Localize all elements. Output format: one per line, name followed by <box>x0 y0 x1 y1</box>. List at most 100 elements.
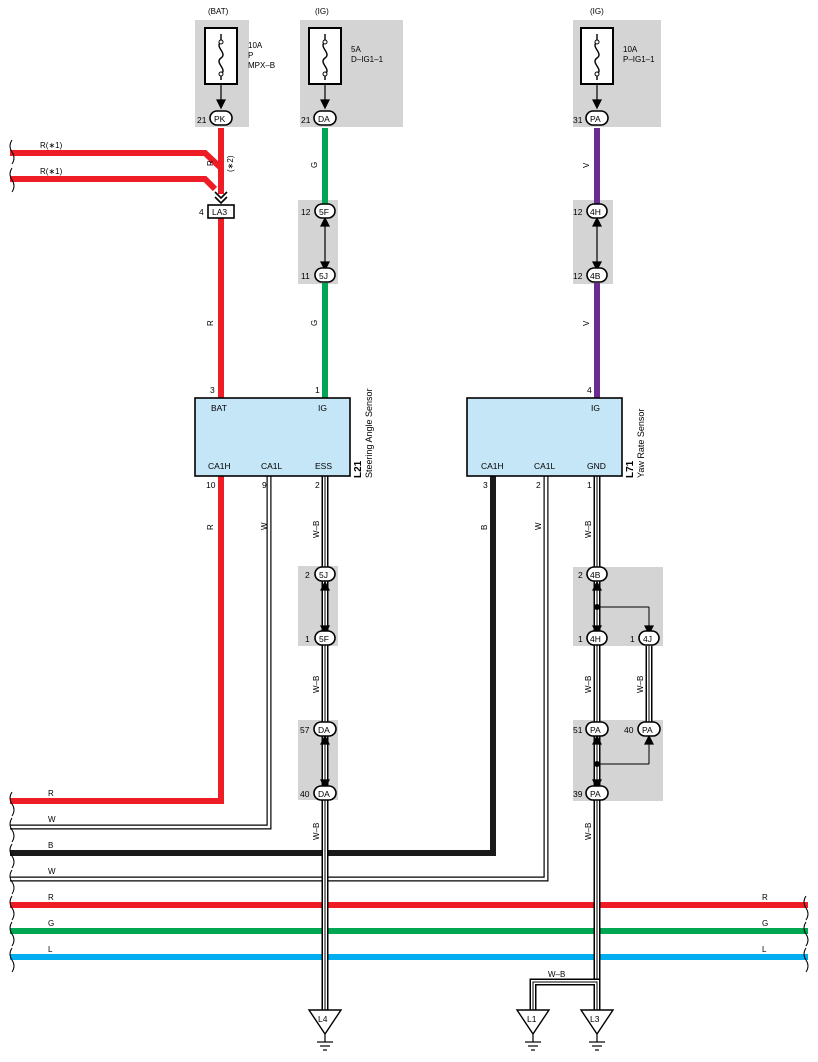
connector-5f-top-pin: 12 <box>301 207 311 217</box>
connector-pa-51-label: PA <box>590 725 601 735</box>
yaw-terminal-ca1l: CA1L <box>534 461 556 471</box>
connector-da-57-label: DA <box>318 725 330 735</box>
connector-5j-bottom-pin: 2 <box>305 570 310 580</box>
connector-pk-label: PK <box>214 114 226 124</box>
yaw-rate-sensor-body <box>466 397 623 477</box>
label-wb-y1: W–B <box>584 676 593 693</box>
splice-chevrons <box>214 191 228 205</box>
steering-terminal-ess: ESS <box>315 461 332 471</box>
yaw-terminal-gnd: GND <box>587 461 606 471</box>
connector-pa-39-label: PA <box>590 789 601 799</box>
steering-terminal-bat: BAT <box>211 403 227 413</box>
steering-terminal-ig: IG <box>318 403 327 413</box>
wire-b-ca1h <box>10 476 496 856</box>
steering-terminal-ca1h: CA1H <box>208 461 231 471</box>
connector-da-57: 57 DA <box>300 721 337 737</box>
ground-l3-triangle <box>579 1009 615 1036</box>
bus-label-r2-left: R <box>48 893 54 902</box>
fuse-ig1-rating: 5A <box>351 45 361 54</box>
label-b-yaw: B <box>480 525 489 530</box>
fuse-ig2-element-icon <box>594 34 600 80</box>
connector-4b-top-pin: 12 <box>573 271 583 281</box>
yaw-pin-ig: 4 <box>587 385 592 395</box>
connector-4b-bottom: 2 4B <box>578 566 608 582</box>
steering-pin-ig: 1 <box>315 385 320 395</box>
yaw-code: L71 <box>625 460 636 478</box>
connector-4b-bottom-pin: 2 <box>578 570 583 580</box>
fuse-leads <box>216 84 602 110</box>
yaw-terminal-ig: IG <box>591 403 600 413</box>
connector-pa-40-pin: 40 <box>624 725 634 735</box>
bus-labels: R W B W R R G G L L <box>48 789 768 954</box>
connector-4b-top-label: 4B <box>590 271 601 281</box>
connector-pa-51: 51 PA <box>573 721 609 737</box>
connector-pk: 21 PK <box>197 110 233 126</box>
label-wb-gnd: W–B <box>584 521 593 538</box>
label-r-low: R <box>206 524 215 530</box>
connector-4j: 1 4J <box>630 630 660 646</box>
label-v-1: V <box>582 162 591 168</box>
fuse-bat-name-2: MPX–B <box>248 61 275 70</box>
connector-5j-bottom-label: 5J <box>319 570 328 580</box>
fuse-bat: (BAT) 10A P MPX–B <box>204 7 275 85</box>
wires <box>10 128 808 960</box>
ground-l4-label: L4 <box>318 1014 328 1024</box>
connector-5j-top: 11 5J <box>301 267 336 283</box>
label-v-2: V <box>582 320 591 326</box>
label-wb-s1: W–B <box>312 676 321 693</box>
bus-label-r2-right: R <box>762 893 768 902</box>
yaw-pin-ca1h: 3 <box>483 480 488 490</box>
steering-angle-sensor-body <box>194 397 351 477</box>
connector-da-top-pin: 21 <box>301 115 311 125</box>
yaw-name: Yaw Rate Sensor <box>636 409 646 478</box>
connector-da-40: 40 DA <box>300 785 337 801</box>
yaw-pin-ca1l: 2 <box>536 480 541 490</box>
connector-4j-pin: 1 <box>630 634 635 644</box>
connector-5f-bottom: 1 5F <box>305 630 336 646</box>
ground-l1-triangle <box>515 1009 551 1036</box>
steering-terminal-ca1l: CA1L <box>261 461 283 471</box>
wire-r-left-1 <box>10 150 224 171</box>
fuse-ig2: (IG) 10A P–IG1–1 <box>580 7 655 85</box>
connector-4h-bottom: 1 4H <box>578 630 608 646</box>
ground-l1-label: L1 <box>527 1014 537 1024</box>
fuse-bat-rating: 10A <box>248 41 263 50</box>
connector-4h-top-pin: 12 <box>573 207 583 217</box>
bus-label-w2: W <box>48 867 56 876</box>
fuse-ig1-element-icon <box>322 34 328 80</box>
steering-pin-ca1h: 10 <box>206 480 216 490</box>
steering-angle-sensor: 3 1 BAT IG CA1H CA1L ESS 10 9 2 L21 Stee… <box>194 385 374 490</box>
bus-label-w1: W <box>48 815 56 824</box>
junction-connectors: 12 5F 11 5J 12 4H 12 4B 2 5J 1 5F <box>300 203 661 801</box>
connector-5f-top-label: 5F <box>319 207 329 217</box>
connector-4j-label: 4J <box>643 634 652 644</box>
connector-da-40-pin: 40 <box>300 789 310 799</box>
fuse-ig2-name-1: P–IG1–1 <box>623 55 655 64</box>
junction-arrows <box>320 216 654 790</box>
fuse-bat-name-1: P <box>248 51 253 60</box>
bus-label-b: B <box>48 841 53 850</box>
yaw-rate-sensor: 4 IG CA1H CA1L GND 3 2 1 L71 Yaw Rate Se… <box>466 385 646 490</box>
ground-l1-icon <box>525 1034 541 1051</box>
connector-pa-51-pin: 51 <box>573 725 583 735</box>
wire-r-ca1h <box>10 476 224 804</box>
steering-pin-ca1l: 9 <box>262 480 267 490</box>
connector-la3-pin: 4 <box>199 207 204 217</box>
connector-da-top: 21 DA <box>301 110 337 126</box>
label-g-1: G <box>310 162 319 168</box>
label-wb-y3: W–B <box>584 823 593 840</box>
label-left-r1: R(∗1) <box>40 141 63 150</box>
ground-l1: L1 <box>515 1009 551 1051</box>
connector-la3-label: LA3 <box>212 207 227 217</box>
label-r-vertical: R <box>206 160 215 166</box>
connector-4b-top: 12 4B <box>573 267 608 283</box>
steering-code: L21 <box>353 460 364 478</box>
label-wb-ess: W–B <box>312 521 321 538</box>
wire-w-ca1l <box>10 476 272 830</box>
bus-label-l-right: L <box>762 945 767 954</box>
connector-pa-top-pin: 31 <box>573 115 583 125</box>
wire-w-yaw-ca1l <box>10 476 549 882</box>
bus-label-g-left: G <box>48 919 54 928</box>
wire-r-left-2 <box>10 176 218 192</box>
